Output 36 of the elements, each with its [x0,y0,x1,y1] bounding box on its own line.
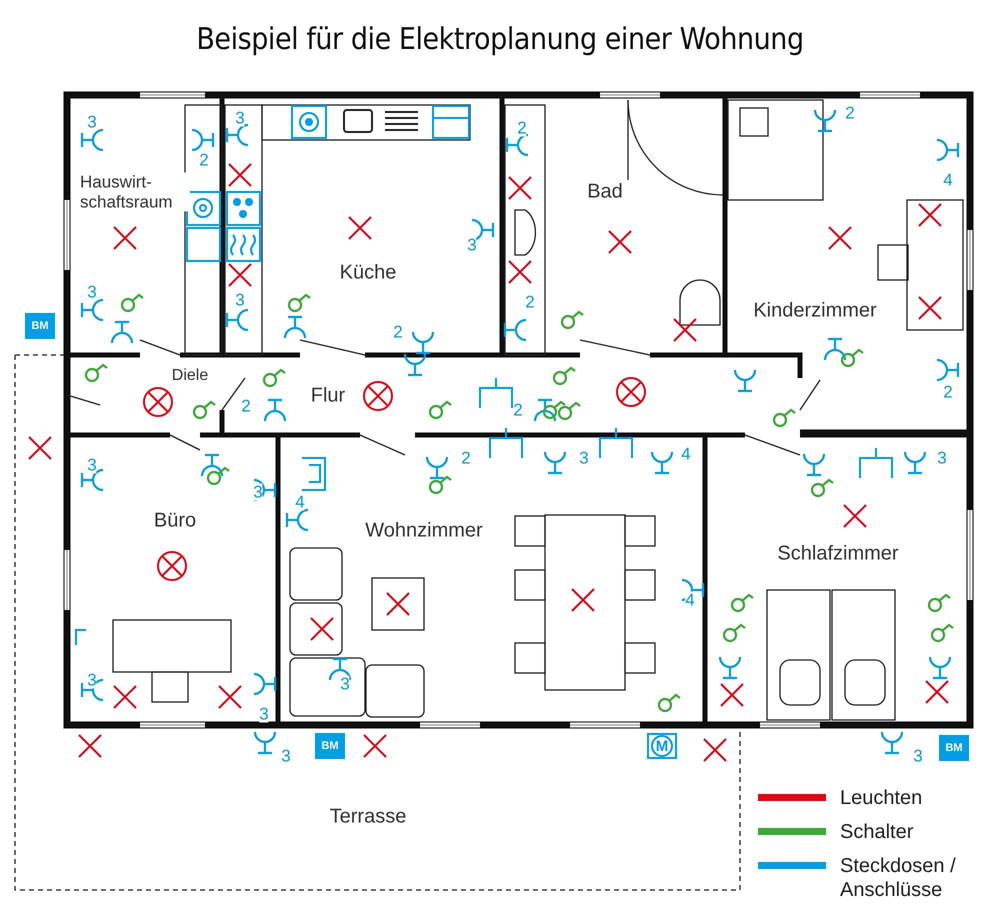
legend-label: Leuchten [840,786,924,810]
socket-count: 2 [513,402,523,418]
socket-count: 2 [845,104,855,122]
motion-detector-symbol: BM [25,313,55,339]
motor-connection-symbol: M [647,733,677,759]
socket-count: 3 [340,676,350,692]
socket-count: 3 [281,748,291,764]
socket-count: 4 [681,446,691,462]
socket-count: 2 [393,324,403,340]
socket-count: 2 [943,384,953,400]
socket-count: 3 [253,484,263,500]
socket-count: 3 [87,284,97,300]
socket-count: 3 [937,450,947,466]
socket-count: 2 [525,294,535,310]
socket-count: 3 [467,236,477,254]
socket-count: 3 [235,292,245,308]
motion-detector-symbol: BM [315,733,345,759]
legend-label: Schalter [840,820,914,844]
socket-count: 2 [241,398,251,414]
socket-count: 3 [87,672,97,688]
socket-count: 3 [259,706,269,722]
socket-count: 4 [685,592,695,608]
diagram-title: Beispiel für die Elektroplanung einer Wohnung [195,22,805,57]
legend-label: Steckdosen / Anschlüsse [840,854,957,902]
motion-detector-symbol: BM [939,735,969,761]
socket-count: 3 [87,114,97,130]
socket-count: 4 [943,172,953,188]
socket-count: 2 [517,120,527,136]
socket-count: 3 [235,110,245,126]
socket-count: 3 [87,456,97,474]
socket-count: 3 [579,450,589,466]
socket-count: 3 [913,748,923,764]
socket-count: 2 [461,450,471,466]
room-label: Hauswirt- schaftsraum [80,172,190,212]
socket-count: 4 [295,494,305,510]
socket-count: 2 [199,152,209,168]
